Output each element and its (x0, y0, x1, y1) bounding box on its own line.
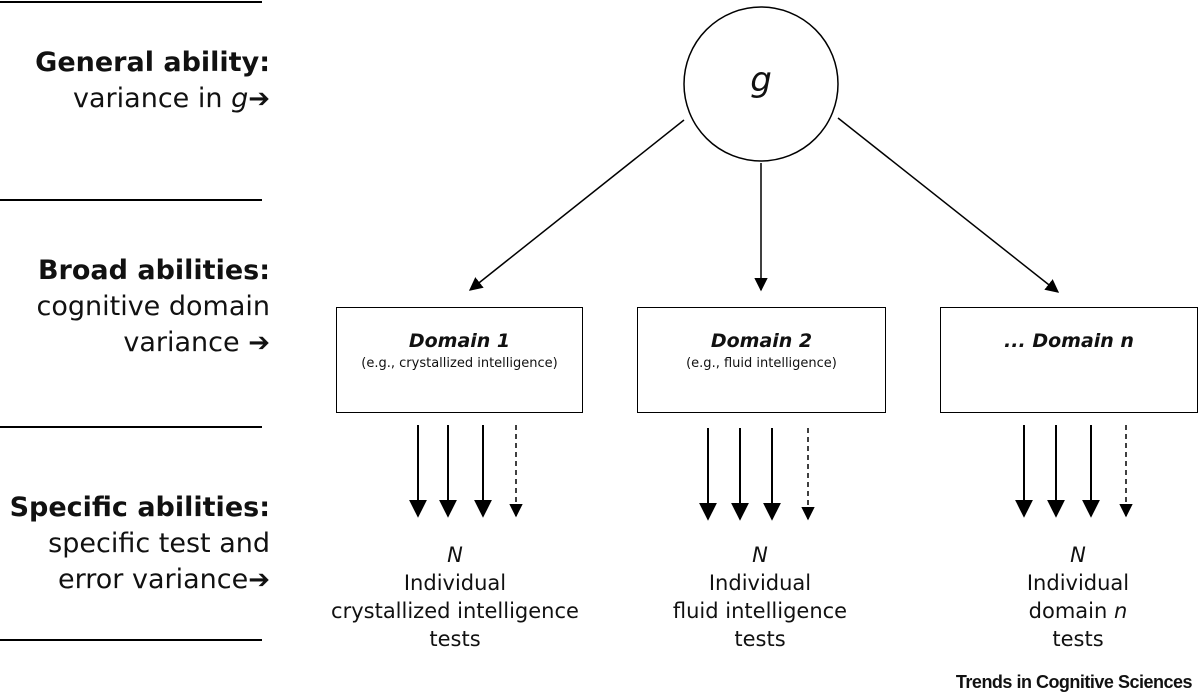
arrow-right-icon: ➔ (248, 565, 270, 595)
tests-line-2: fluid intelligence (672, 599, 848, 623)
arrow-right-icon: ➔ (248, 84, 270, 114)
tests-line-3: tests (734, 627, 786, 651)
tests-line-2: domain n (1028, 599, 1128, 623)
level-specific-desc-2: error variance➔ (58, 564, 270, 595)
level-specific-desc-1: specific test and (48, 528, 270, 559)
tests-domain-n: N Individual domain n tests (928, 541, 1200, 653)
tests-line-2: crystallized intelligence (331, 599, 579, 623)
arrow-g-to-domain-1 (468, 119, 685, 291)
tests-line-1: Individual (403, 571, 507, 595)
domain-2-box: Domain 2 (e.g., fluid intelligence) (637, 307, 886, 413)
g-node-label: g (750, 60, 772, 100)
level-broad-title: Broad abilities: (37, 255, 270, 286)
tests-n-label: N (752, 543, 768, 567)
domain-2-name: Domain 2 (710, 330, 813, 352)
level-general-desc: variance in g➔ (73, 83, 270, 114)
tests-line-1: Individual (1026, 571, 1130, 595)
domain-1-name: Domain 1 (408, 330, 511, 352)
arrow-right-icon: ➔ (248, 328, 270, 358)
tests-line-1: Individual (708, 571, 812, 595)
tests-line-3: tests (429, 627, 481, 651)
tests-n-label: N (447, 543, 463, 567)
domain-1-example: (e.g., crystallized intelligence) (361, 356, 558, 371)
domain-1-box: Domain 1 (e.g., crystallized intelligenc… (336, 307, 583, 413)
level-specific: Specific abilities: specific test and er… (10, 490, 270, 598)
tests-domain-1: N Individual crystallized intelligence t… (305, 541, 605, 653)
tests-line-3: tests (1052, 627, 1104, 651)
domain-2-example: (e.g., fluid intelligence) (686, 356, 837, 371)
level-general: General ability: variance in g➔ (35, 45, 270, 117)
domain-n-test-arrows (1015, 425, 1133, 518)
tests-n-label: N (1070, 543, 1086, 567)
domain-n-box: ... Domain n (940, 307, 1198, 413)
arrow-g-to-domain-n (837, 117, 1060, 293)
level-broad-desc-2: variance ➔ (123, 327, 270, 358)
level-specific-title: Specific abilities: (9, 492, 270, 523)
level-general-title: General ability: (35, 47, 270, 78)
domain-1-test-arrows (409, 425, 523, 518)
g-node-circle (683, 6, 839, 162)
domain-2-test-arrows (699, 428, 815, 521)
journal-credit: Trends in Cognitive Sciences (955, 672, 1193, 692)
tests-domain-2: N Individual fluid intelligence tests (610, 541, 910, 653)
domain-n-name: ... Domain n (1004, 330, 1134, 352)
level-broad: Broad abilities: cognitive domain varian… (37, 253, 271, 361)
level-broad-desc-1: cognitive domain (36, 291, 271, 322)
